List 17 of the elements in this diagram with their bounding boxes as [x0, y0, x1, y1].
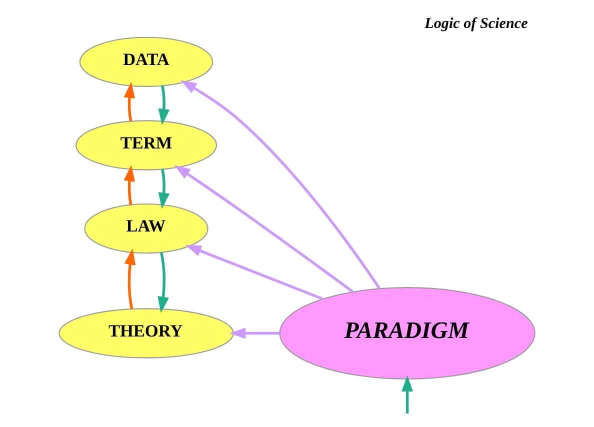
arrow	[158, 168, 170, 209]
arrow	[124, 82, 135, 122]
arrow	[180, 80, 381, 290]
arrow	[174, 164, 354, 293]
arrow	[124, 248, 136, 310]
node-ellipse: LAW	[84, 203, 208, 254]
node-ellipse: PARADIGM	[279, 287, 536, 380]
arrow	[402, 375, 413, 414]
node-ellipse: THEORY	[58, 308, 234, 358]
arrow	[229, 328, 280, 339]
arrow	[158, 252, 169, 313]
diagram-title: Logic of Science	[424, 16, 528, 32]
node-ellipse: TERM	[76, 120, 218, 170]
node-ellipse: DATA	[79, 36, 214, 87]
arrow	[124, 165, 135, 206]
arrow	[158, 86, 170, 126]
arrow	[185, 244, 324, 300]
